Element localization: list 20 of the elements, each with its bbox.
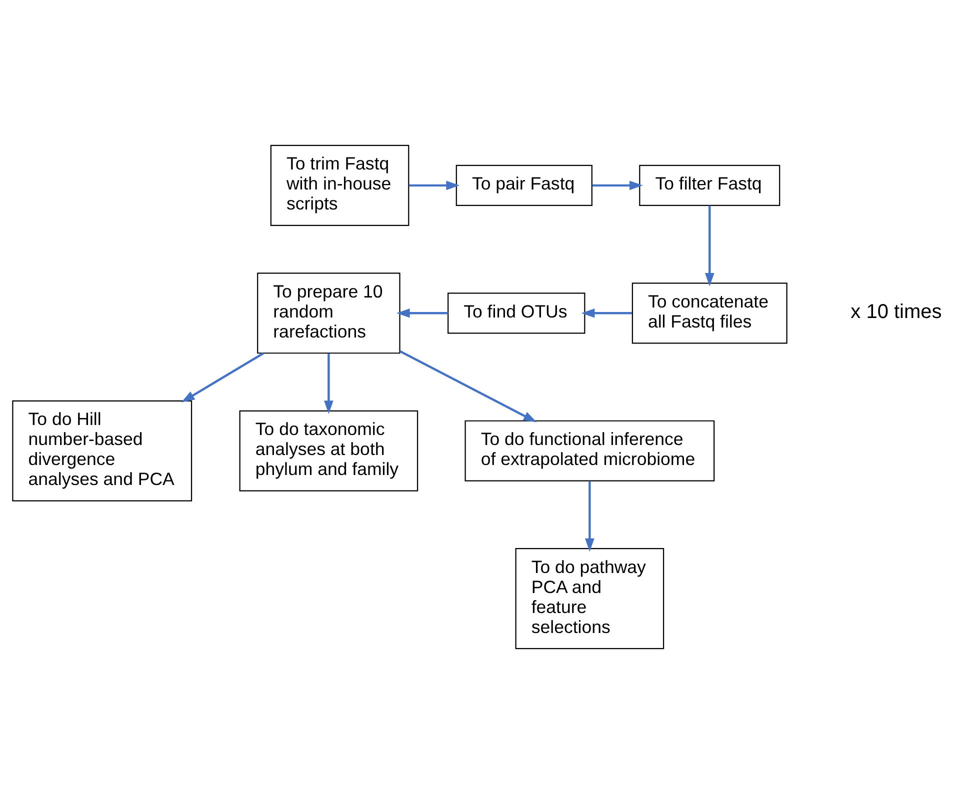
node-box: To prepare 10 random rarefactions [257,272,400,354]
arrow [592,180,643,190]
label: x 10 times [850,300,942,323]
node-box: To filter Fastq [639,164,780,206]
node-box: To do Hill number-based divergence analyses and PCA [12,400,192,501]
node-box: To do pathway PCA and feature selections [515,548,664,649]
node-box: To do functional inference of extrapolated microbiome [464,420,715,481]
arrow [396,308,448,318]
arrow [408,180,460,190]
arrow [324,352,334,414]
arrow [181,352,264,402]
arrow [399,350,537,422]
node-box: To trim Fastq with in-house scripts [270,144,410,226]
node-box: To find OTUs [448,292,586,334]
node-box: To concatenate all Fastq files [632,282,788,344]
node-box: To do taxonomic analyses at both phylum and family [239,410,418,491]
node-box: To pair Fastq [456,164,592,206]
arrow [585,480,594,552]
arrow [581,308,632,318]
arrow [704,205,714,286]
